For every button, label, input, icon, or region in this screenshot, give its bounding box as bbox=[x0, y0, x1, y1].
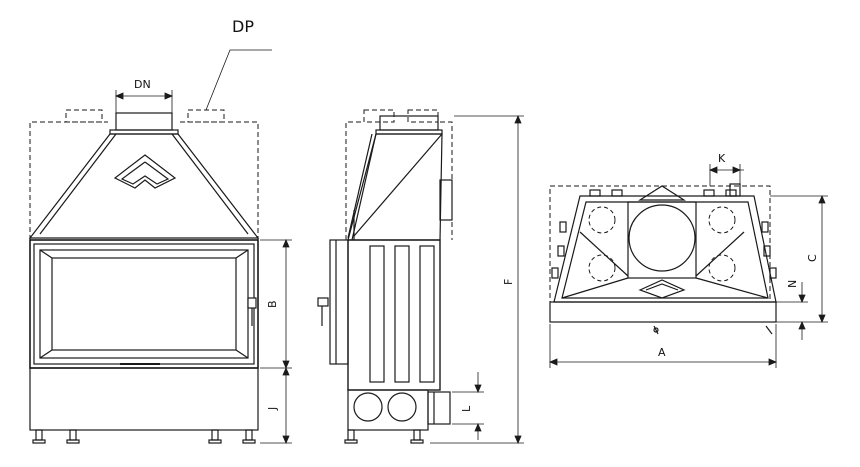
side-feet bbox=[344, 429, 424, 444]
front-glass-door bbox=[39, 249, 249, 359]
label-dn: DN bbox=[134, 78, 151, 91]
label-f: F bbox=[502, 279, 515, 285]
side-fins bbox=[369, 245, 435, 383]
front-dimensions bbox=[114, 49, 292, 445]
label-c: C bbox=[806, 254, 819, 262]
top-side-tabs bbox=[551, 183, 777, 279]
side-firebox bbox=[347, 239, 441, 391]
top-flue-circle bbox=[628, 204, 696, 272]
side-dimensions bbox=[430, 114, 524, 445]
front-hood bbox=[28, 133, 260, 239]
top-view bbox=[549, 183, 777, 335]
front-flue-collar bbox=[115, 112, 173, 131]
label-n: N bbox=[786, 280, 799, 288]
top-dimensions bbox=[548, 164, 828, 368]
label-l: L bbox=[460, 405, 473, 412]
label-j: J bbox=[266, 407, 279, 411]
front-view bbox=[28, 109, 260, 444]
label-a: A bbox=[658, 346, 666, 359]
top-base-plate bbox=[549, 301, 777, 323]
front-door-handle bbox=[247, 297, 257, 309]
side-door-handle bbox=[317, 297, 329, 307]
label-dp: DP bbox=[232, 17, 254, 36]
top-flue-square bbox=[627, 201, 697, 279]
label-b: B bbox=[266, 300, 279, 308]
front-deflector bbox=[113, 154, 177, 189]
front-firebox-frame bbox=[29, 239, 259, 369]
top-deflector bbox=[638, 279, 686, 299]
side-flue-collar bbox=[379, 115, 439, 131]
side-air-inlet-2 bbox=[387, 392, 417, 422]
side-vent-box bbox=[439, 179, 453, 221]
label-k: K bbox=[718, 152, 726, 165]
front-base bbox=[29, 367, 259, 431]
side-view bbox=[317, 109, 453, 444]
front-feet bbox=[32, 429, 256, 444]
top-corner-holes bbox=[588, 206, 736, 282]
side-air-inlet-1 bbox=[353, 392, 383, 422]
top-body bbox=[553, 195, 777, 303]
